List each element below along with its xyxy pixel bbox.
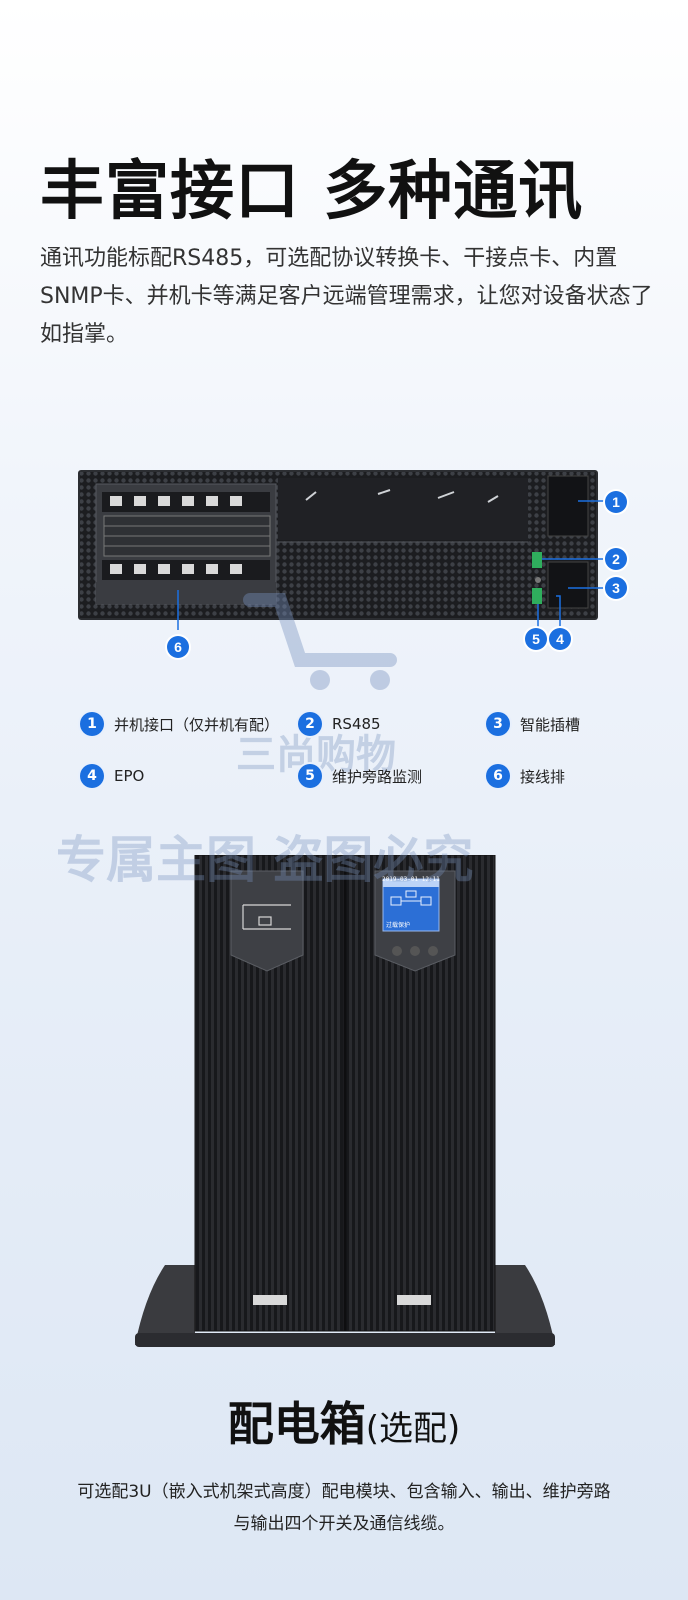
- note-line-2: 与输出四个开关及通信线缆。: [233, 1514, 455, 1534]
- rear-panel-illustration: [78, 470, 608, 630]
- legend-item-3: 3 智能插槽: [486, 712, 580, 736]
- lcd-date: 2019-03-01 12:11: [382, 876, 440, 883]
- callout-2: 2: [605, 548, 627, 570]
- section-title-main: 配电箱: [227, 1397, 366, 1451]
- legend-item-4: 4 EPO: [80, 764, 144, 788]
- callout-6: 6: [167, 636, 189, 658]
- lcd-status: 过载保护: [386, 922, 411, 929]
- note-line-1: 可选配3U（嵌入式机架式高度）配电模块、包含输入、输出、维护旁路: [77, 1482, 611, 1502]
- interface-legend: 1 并机接口（仅并机有配） 2 RS485 3 智能插槽 4 EPO 5 维护旁…: [80, 712, 640, 802]
- legend-item-2: 2 RS485: [298, 712, 381, 736]
- tower-illustration: [135, 854, 555, 1347]
- legend-item-1: 1 并机接口（仅并机有配）: [80, 712, 279, 736]
- callout-1: 1: [605, 491, 627, 513]
- callout-5: 5: [525, 628, 547, 650]
- intro-paragraph: 通讯功能标配RS485，可选配协议转换卡、干接点卡、内置SNMP卡、并机卡等满足…: [40, 246, 653, 347]
- callout-3: 3: [605, 577, 627, 599]
- ups-tower-image: [135, 854, 555, 1375]
- legend-item-6: 6 接线排: [486, 764, 565, 788]
- section-title-paren: (选配): [365, 1409, 461, 1449]
- legend-item-5: 5 维护旁路监测: [298, 764, 422, 788]
- callout-4: 4: [549, 628, 571, 650]
- section-title: 配电箱(选配): [0, 1388, 688, 1454]
- distribution-note: 可选配3U（嵌入式机架式高度）配电模块、包含输入、输出、维护旁路 与输出四个开关…: [40, 1476, 648, 1540]
- ups-rear-panel-image: 1 2 3 5 4 6: [78, 470, 627, 658]
- copyright-watermark: 专属主图 盗图必究: [56, 831, 474, 889]
- cart-watermark-icon: [243, 593, 397, 690]
- page-headline: 丰富接口 多种通讯: [40, 155, 584, 229]
